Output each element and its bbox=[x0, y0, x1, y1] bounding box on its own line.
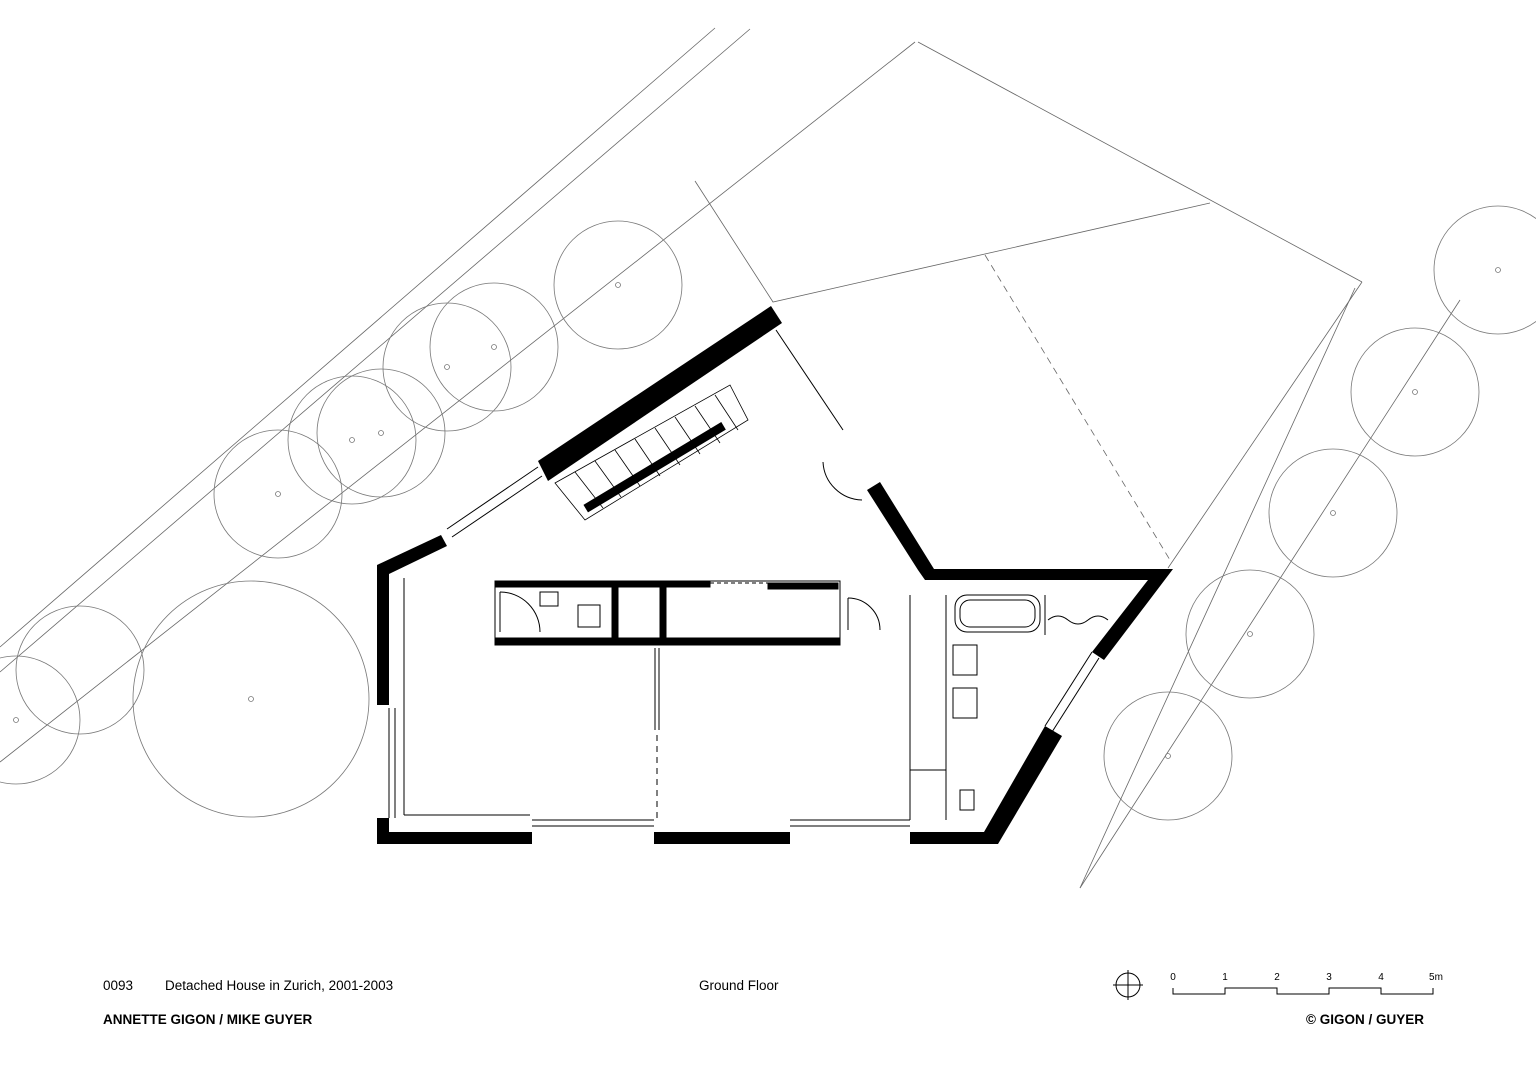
scale-label: 4 bbox=[1378, 972, 1384, 983]
scale-label: 5m bbox=[1429, 972, 1443, 983]
north-arrow-icon bbox=[1113, 970, 1143, 1000]
project-number: 0093 bbox=[103, 978, 134, 993]
scale-label: 1 bbox=[1222, 972, 1228, 983]
scale-bar bbox=[1172, 987, 1434, 995]
wall-lines bbox=[388, 329, 1100, 827]
staircase bbox=[554, 384, 749, 521]
bathroom bbox=[909, 594, 1109, 820]
copyright: © GIGON / GUYER bbox=[1306, 1012, 1424, 1027]
service-core bbox=[494, 461, 881, 820]
site-lines bbox=[0, 27, 1461, 889]
scale-label: 0 bbox=[1170, 972, 1176, 983]
drawing-view: Ground Floor bbox=[699, 978, 779, 993]
architects: ANNETTE GIGON / MIKE GUYER bbox=[103, 1012, 313, 1027]
scale-label: 3 bbox=[1326, 972, 1332, 983]
trees bbox=[0, 205, 1536, 821]
scale-label: 2 bbox=[1274, 972, 1280, 983]
exterior-walls bbox=[377, 306, 1173, 844]
project-title: Detached House in Zurich, 2001-2003 bbox=[165, 978, 394, 993]
